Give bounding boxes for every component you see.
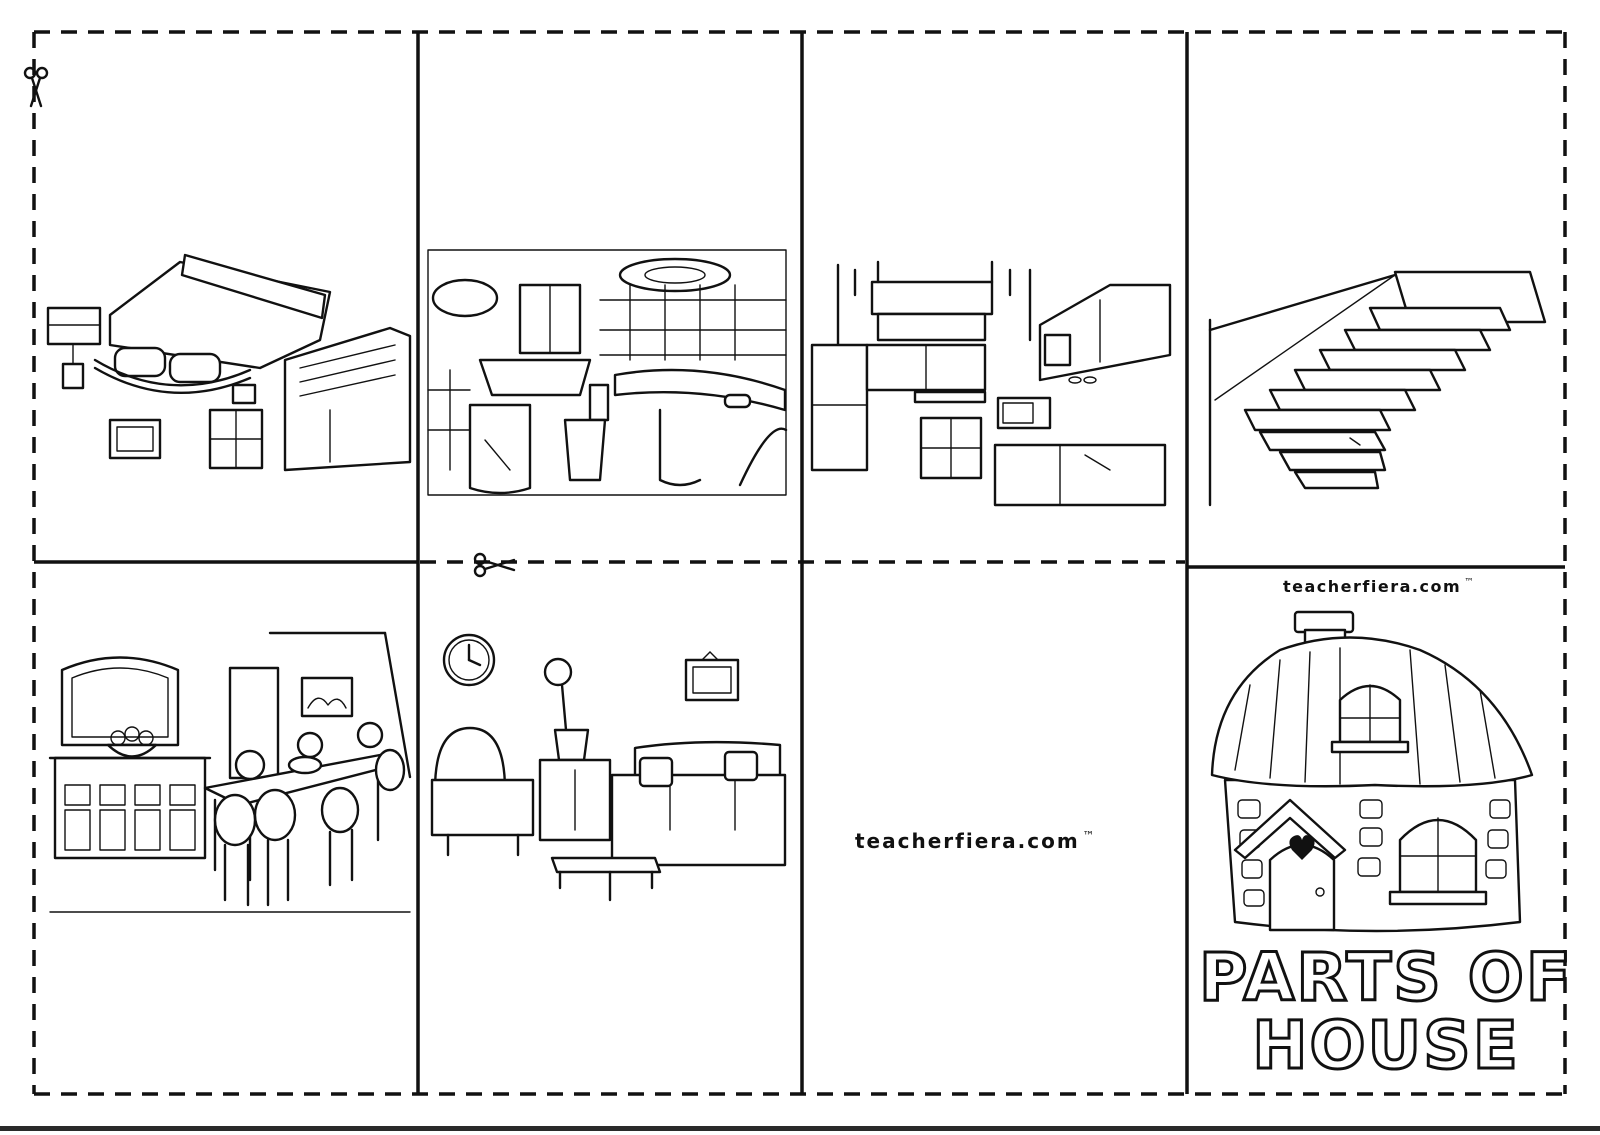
fold-lines <box>34 32 1565 1094</box>
cover-title-line2: HOUSE <box>1251 1007 1520 1084</box>
kitchen-illustration <box>810 260 1172 507</box>
stairs-illustration <box>1208 270 1547 507</box>
bathroom-illustration <box>427 249 788 496</box>
house-illustration <box>1210 610 1534 933</box>
cover-title-line1: PARTS OF <box>1198 939 1573 1016</box>
cover-trademark-symbol: ™ <box>1464 577 1476 588</box>
cover-brand-text: teacherfiera.com <box>1283 577 1462 596</box>
dining-room-illustration <box>48 631 412 913</box>
scissors-icon <box>473 552 516 578</box>
page-bottom-edge <box>0 1126 1600 1131</box>
bedroom-illustration <box>46 253 412 472</box>
living-room-illustration <box>430 633 787 902</box>
scissors-icon <box>23 66 49 108</box>
brand-text: teacherfiera.com <box>855 829 1080 853</box>
trademark-symbol: ™ <box>1082 829 1097 843</box>
